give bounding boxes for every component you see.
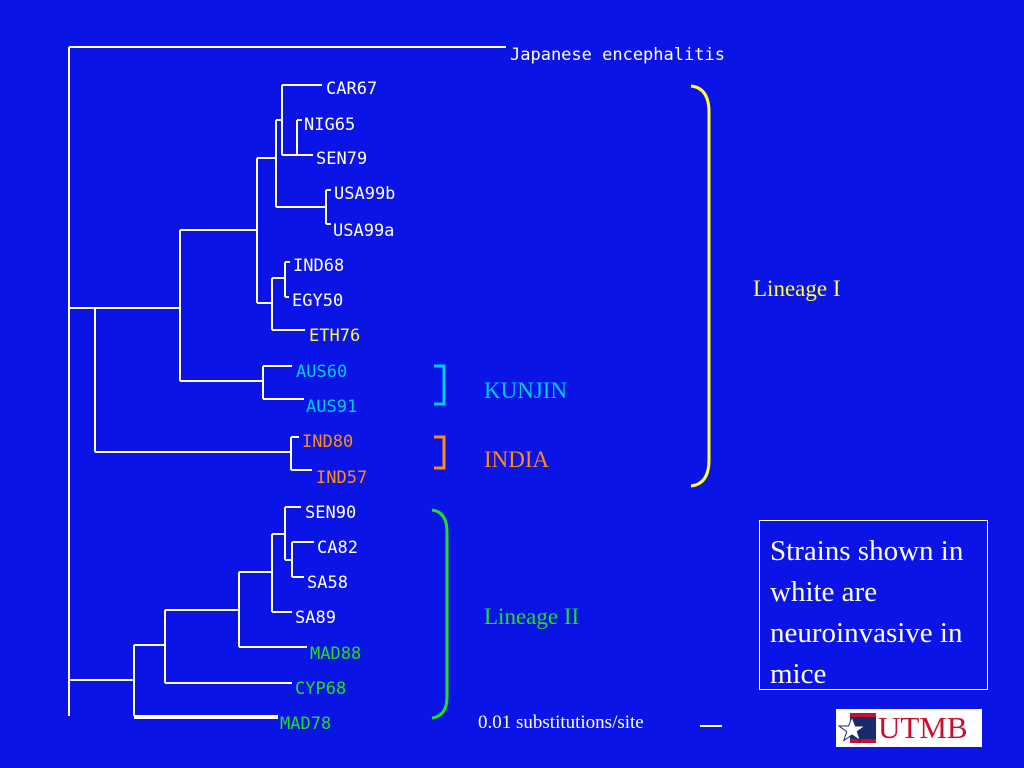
leaf-mad78: MAD78: [280, 714, 332, 734]
branch-nig-sen: [282, 120, 298, 156]
leaf-sen90: SEN90: [305, 503, 357, 523]
label-india: INDIA: [484, 447, 550, 472]
branch-usa99: [276, 190, 327, 224]
branch-ind-egy-eth: [257, 278, 273, 330]
leaf-sa58: SA58: [307, 573, 348, 593]
utmb-logo: UTMB: [836, 709, 982, 747]
leaf-usa99a: USA99a: [333, 221, 395, 241]
branch-l2-core: [238, 571, 307, 648]
branch-lineage1-node: [94, 308, 291, 453]
leaf-nig65: NIG65: [304, 115, 356, 135]
branch-lineage2-node: [133, 644, 165, 716]
branch-sen90-node: [284, 506, 301, 560]
star-emblem-icon: [836, 709, 876, 747]
note-text: Strains shown in white are neuroinvasive…: [770, 535, 964, 690]
leaf-ind57: IND57: [316, 468, 368, 488]
leaf-sa89: SA89: [295, 608, 336, 628]
label-kunjin: KUNJIN: [484, 378, 568, 403]
branch-to-western: [180, 158, 258, 303]
leaf-ca82: CA82: [317, 538, 358, 558]
branch-root-outgroup: [68, 46, 506, 716]
leaf-mad88: MAD88: [310, 644, 362, 664]
branch-sen-ca-sa: [271, 533, 292, 613]
leaf-ind80: IND80: [302, 432, 354, 452]
branch-car-nig-sen: [276, 85, 283, 155]
note-box: Strains shown in white are neuroinvasive…: [759, 520, 988, 690]
leaf-cyp68: CYP68: [295, 679, 347, 699]
leaf-outgroup: Japanese encephalitis: [510, 45, 725, 65]
label-lineage2: Lineage II: [484, 604, 580, 629]
leaf-egy50: EGY50: [292, 291, 344, 311]
logo-text: UTMB: [878, 710, 968, 745]
branch-india: [290, 436, 312, 471]
leaf-aus91: AUS91: [306, 397, 358, 417]
leaf-car67: CAR67: [326, 79, 378, 99]
branch-kunjin: [262, 365, 304, 400]
leaf-eth76: ETH76: [309, 326, 361, 346]
branch-l2-sub: [164, 609, 292, 684]
branch-l1-core: [95, 230, 181, 381]
leaf-sen79: SEN79: [316, 149, 368, 169]
bracket-india: [434, 435, 446, 470]
bracket-kunjin: [434, 364, 446, 406]
bracket-lineage2: [431, 508, 449, 720]
branch-ind-egy: [272, 262, 286, 297]
leaf-ind68: IND68: [293, 256, 345, 276]
leaf-usa99b: USA99b: [334, 184, 396, 204]
label-lineage1: Lineage I: [753, 276, 841, 301]
leaf-aus60: AUS60: [296, 362, 348, 382]
bracket-lineage1: [690, 84, 711, 488]
branch-ca-sa: [285, 541, 314, 578]
scale-label: 0.01 substitutions/site: [478, 712, 644, 733]
branch-nig-usa-clade: [257, 120, 277, 207]
